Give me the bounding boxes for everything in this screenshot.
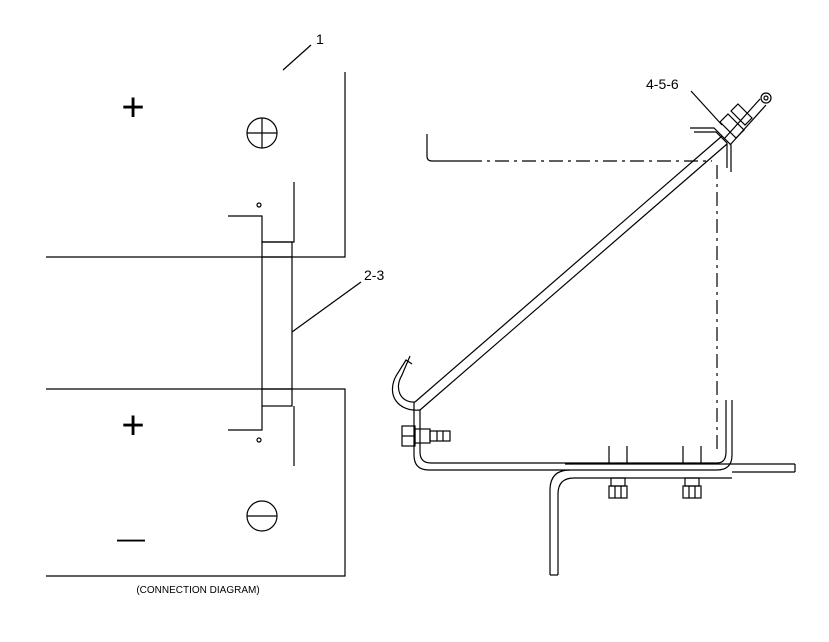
bottom-plus-sign: + [121,404,144,448]
support-bar [565,463,796,473]
bottom-negative-post-icon [246,500,278,532]
top-plus-sign: + [121,86,144,130]
mounting-bracket [549,469,732,576]
top-cell-outline [46,72,346,258]
link-bottom-clip [228,406,295,466]
callout-1-leader [282,44,312,71]
callout-2-3-leader [291,281,362,333]
callout-4-5-6-leader [690,90,723,126]
bottom-cell-outline [46,388,346,577]
link-bar [261,241,293,407]
callout-2-3-label: 2-3 [364,267,384,283]
battery-top-corner [426,134,468,162]
mounting-assembly: 4-5-6 [391,76,796,576]
diagram-caption: (CONNECTION DIAGRAM) [136,585,259,596]
top-positive-post-icon [246,117,278,149]
hold-down-rod [414,135,728,411]
top-nut-assembly [690,92,772,172]
link-top-clip [228,182,295,243]
bracket-bolt-left [608,446,628,499]
callout-4-5-6-label: 4-5-6 [646,76,679,92]
left-bolt [401,425,451,447]
tray-channel [413,400,733,471]
bracket-bolt-right [682,446,702,499]
bottom-minus-sign: — [117,522,145,553]
callout-1-label: 1 [316,31,324,47]
connection-diagram: 1 + 2-3 + [46,31,384,596]
rod-lower-hook [391,355,421,411]
